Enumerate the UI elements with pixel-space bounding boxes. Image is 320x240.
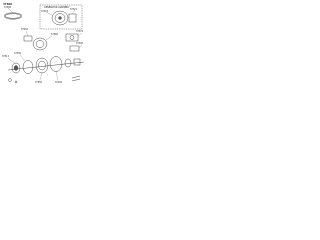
leader-mid-right-1 <box>77 32 83 37</box>
generator-rotor <box>54 13 66 23</box>
callout-top-right-1: 37321 <box>70 8 78 11</box>
leader-bottom-2 <box>55 71 59 81</box>
brush-holder <box>65 33 79 42</box>
callout-bottom-2: 37340 <box>55 81 63 84</box>
callout-mid-right-2: 37390 <box>76 42 84 45</box>
rotor-core <box>38 60 46 71</box>
callout-center-2: 37250 <box>21 28 29 31</box>
rectifier <box>69 45 80 52</box>
leader-center-1 <box>45 35 53 41</box>
leader-top-right-2 <box>45 11 53 16</box>
leader-center-2 <box>25 30 29 37</box>
parts-diagram-page: 37300 GENERATOR ASSEMBLY 37300 37321 373… <box>0 0 88 93</box>
bracket <box>23 35 33 42</box>
stator-inner <box>35 40 45 48</box>
leader-mid-right-2 <box>78 44 83 49</box>
through-bolt <box>71 75 81 79</box>
callout-mid-right-1: 37370 <box>76 30 84 33</box>
drive-belt-inner <box>4 13 22 19</box>
callout-top-left: 37300 <box>4 6 12 9</box>
nut <box>8 78 12 82</box>
generator-housing <box>51 10 69 26</box>
callout-bottom-1: 37350 <box>35 81 43 84</box>
washer <box>14 80 18 84</box>
bearing <box>64 58 72 68</box>
stator <box>32 37 48 51</box>
leader-lower-left-2 <box>19 54 26 62</box>
generator-shaft <box>58 16 62 20</box>
generator-assembly-label: GENERATOR ASSEMBLY <box>44 6 70 9</box>
rear-cover <box>73 58 81 66</box>
pulley <box>11 62 21 74</box>
leader-lower-left-1 <box>7 57 15 64</box>
rear-bracket <box>49 56 63 72</box>
exploded-parts-diagram: 37300 GENERATOR ASSEMBLY 37300 37321 373… <box>2 2 85 84</box>
pulley-hub <box>13 65 19 71</box>
assembly-centerline <box>7 61 85 71</box>
leader-bottom-1 <box>39 72 43 81</box>
diagram-header-code: 37300 <box>3 2 12 6</box>
leader-top-right-1 <box>71 9 76 15</box>
callout-lower-left-1: 37311 <box>2 55 10 58</box>
callout-center-1: 37360 <box>51 33 59 36</box>
brush-holder-bolt <box>69 35 75 40</box>
through-bolt-2 <box>71 78 81 82</box>
leader-top-left <box>7 7 14 14</box>
regulator-block <box>68 13 77 23</box>
callout-lower-left-2: 37330 <box>14 52 22 55</box>
drive-belt <box>3 12 23 20</box>
front-bracket <box>22 60 34 74</box>
generator-assembly-outline <box>39 4 83 30</box>
rotor-assembly <box>35 57 49 74</box>
callout-top-right-2: 37323 <box>41 10 49 13</box>
